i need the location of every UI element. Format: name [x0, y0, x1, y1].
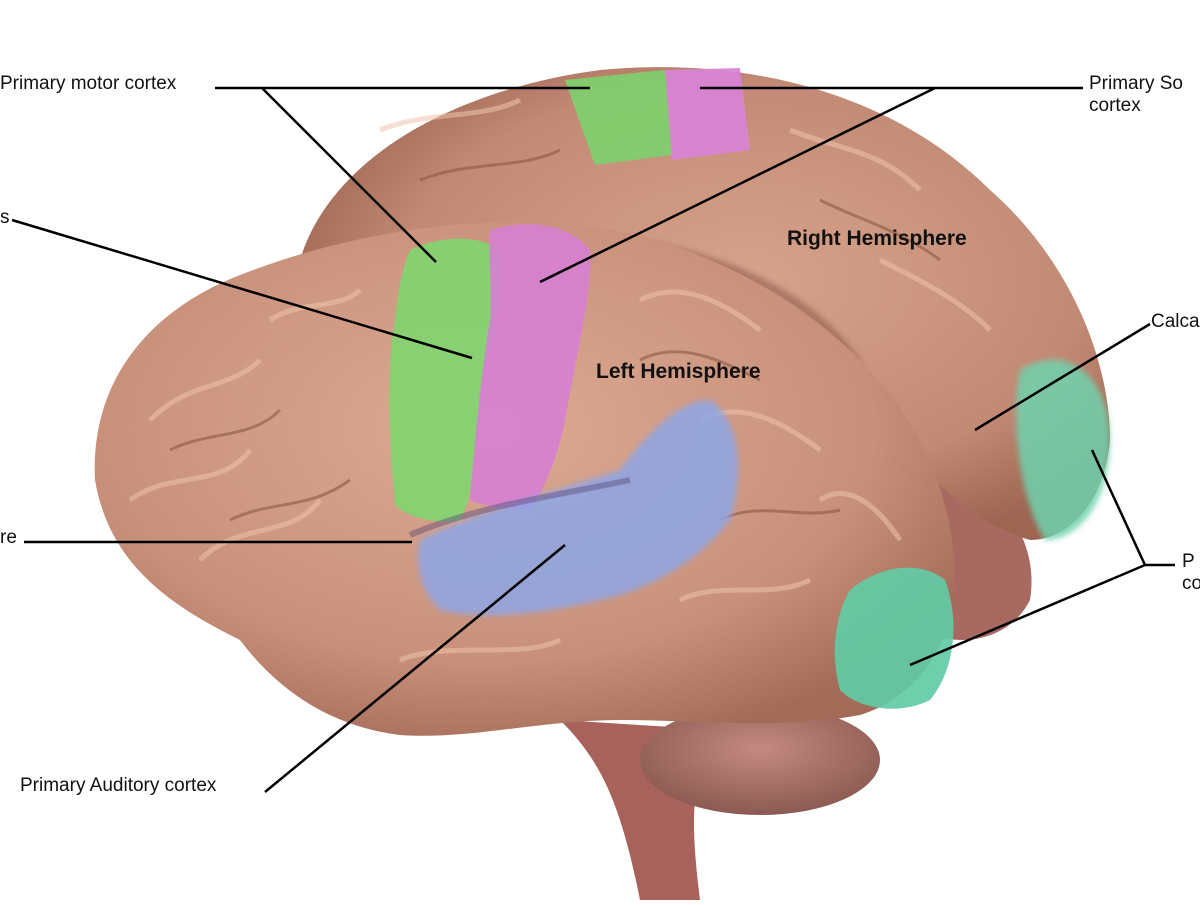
label-lateral-fissure-fragment: re	[0, 527, 17, 548]
label-calcarine-fragment: Calca	[1151, 311, 1200, 332]
label-primary-visual-line2: co	[1182, 573, 1200, 594]
left-visual-region	[834, 567, 954, 709]
left-motor-region	[389, 238, 501, 522]
label-right-hemisphere: Right Hemisphere	[787, 227, 967, 250]
label-primary-auditory-cortex: Primary Auditory cortex	[20, 775, 217, 796]
label-primary-somatosensory-line1: Primary So	[1089, 73, 1183, 94]
somatosensory-leader	[539, 86, 1083, 284]
label-primary-visual-line1: P	[1182, 551, 1195, 572]
central-sulcus-leader	[11, 218, 473, 360]
label-primary-motor-cortex: Primary motor cortex	[0, 73, 177, 94]
motor-leader	[215, 86, 590, 263]
right-visual-region	[1016, 359, 1110, 540]
right-somatosensory-region	[665, 68, 750, 160]
right-motor-region	[565, 70, 672, 165]
cerebellum	[640, 705, 880, 815]
label-left-hemisphere: Left Hemisphere	[596, 360, 761, 383]
label-central-sulcus-fragment: s	[0, 207, 10, 228]
calcarine-leader	[974, 322, 1151, 432]
left-auditory-region	[418, 400, 739, 616]
left-somatosensory-region	[470, 224, 591, 510]
gyri-texture	[128, 97, 992, 663]
auditory-leader	[264, 544, 566, 793]
visual-leader	[909, 449, 1175, 667]
leader-lines	[11, 86, 1175, 793]
lateral-fissure-shadow	[408, 477, 631, 538]
sulci-texture	[169, 148, 941, 522]
label-primary-somatosensory-line2: cortex	[1089, 95, 1141, 116]
